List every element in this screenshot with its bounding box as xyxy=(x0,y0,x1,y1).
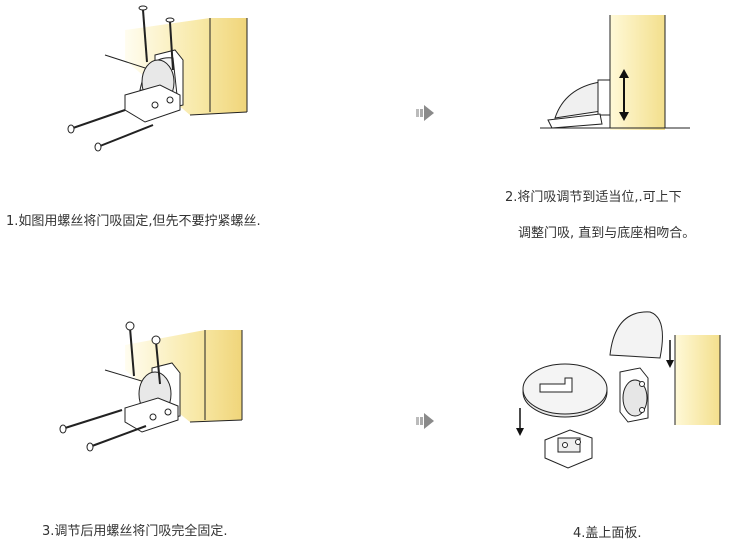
step3-illustration xyxy=(50,310,250,460)
step3-caption: 3.调节后用螺丝将门吸完全固定. xyxy=(42,524,228,539)
next-arrow-icon xyxy=(414,410,436,432)
step1-caption: 1.如图用螺丝将门吸固定,但先不要拧紧螺丝. xyxy=(6,214,261,229)
next-arrow-icon xyxy=(414,102,436,124)
step2-caption-line1: 2.将门吸调节到适当位,.可上下 xyxy=(505,190,682,205)
step4-caption: 4.盖上面板. xyxy=(573,526,642,541)
step4-illustration xyxy=(510,300,725,475)
step1-illustration xyxy=(55,0,255,160)
step2-illustration xyxy=(540,10,705,135)
step2-caption-line2: 调整门吸, 直到与底座相吻合。 xyxy=(518,226,696,241)
